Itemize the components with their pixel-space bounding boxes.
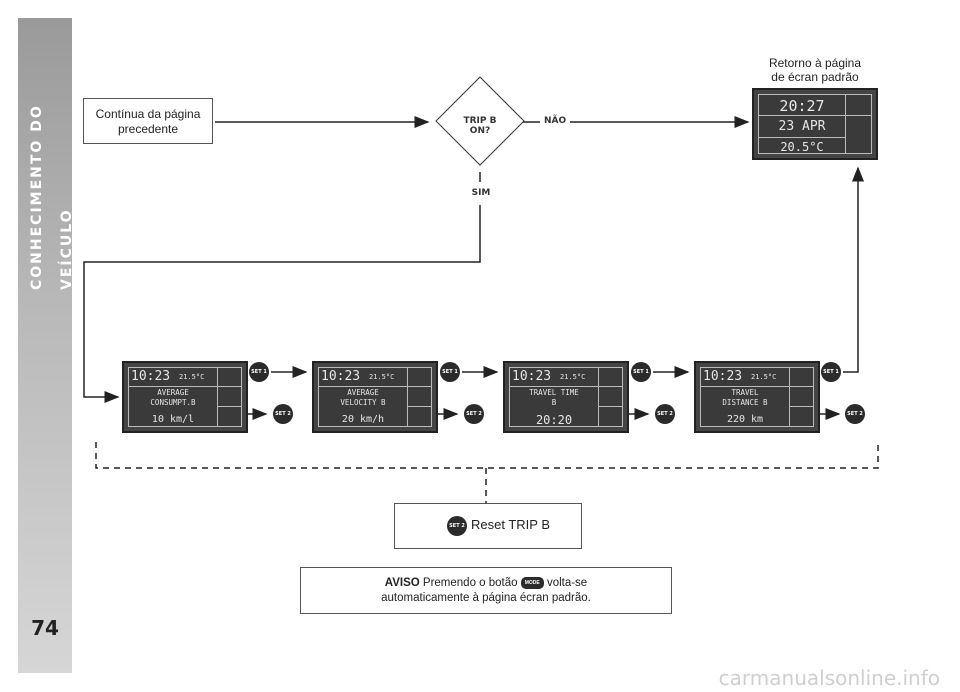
- path-sim-down: [83, 205, 481, 403]
- set1-button[interactable]: SET 1: [631, 362, 651, 382]
- reset-box: SET 2 Reset TRIP B: [394, 503, 582, 549]
- screen-travel-time: 10:23 21.5°C TRAVEL TIME B 20:20: [503, 361, 629, 433]
- mode-button[interactable]: MODE: [520, 576, 544, 589]
- notice-text1: Premendo o botão: [422, 577, 518, 589]
- screen2-line2: VELOCITY B: [340, 398, 386, 407]
- return-label: Retorno à página de écran padrão: [750, 56, 880, 84]
- decision-diamond: [435, 76, 525, 166]
- screen4-line2: DISTANCE B: [722, 398, 768, 407]
- screen4-line1: TRAVEL: [731, 388, 759, 397]
- start-box: Contínua da página precedente: [83, 98, 213, 144]
- set1-button[interactable]: SET 1: [821, 362, 841, 382]
- path-return: [843, 166, 864, 373]
- notice-line1: AVISO Premendo o botão MODE volta-se: [301, 576, 671, 591]
- reset-label: Reset TRIP B: [471, 517, 550, 532]
- set2-button[interactable]: SET 2: [655, 404, 675, 424]
- screen-average-velocity: 10:23 21.5°C AVERAGE VELOCITY B 20 km/h: [312, 361, 438, 433]
- return-line1: Retorno à página: [768, 56, 862, 70]
- screen2-temp: 21.5°C: [369, 373, 395, 381]
- screen3-temp: 21.5°C: [560, 373, 586, 381]
- screen3-line1: TRAVEL TIME: [529, 388, 579, 397]
- default-screen: 20:27 23 APR 20.5°C: [752, 88, 878, 160]
- screen3-line2: B: [551, 398, 557, 407]
- start-line1: Contínua da página: [95, 107, 201, 121]
- set1-button[interactable]: SET 1: [249, 362, 269, 382]
- sidebar: [18, 18, 72, 673]
- screen1-value: 10 km/l: [151, 414, 195, 425]
- set2-button[interactable]: SET 2: [273, 404, 293, 424]
- default-date: 23 APR: [778, 119, 826, 134]
- decision-label: TRIP B ON?: [463, 116, 497, 136]
- reset-bracket: [95, 442, 879, 469]
- page-number: 74: [31, 616, 59, 640]
- screen4-value: 220 km: [726, 414, 764, 425]
- screen-travel-distance: 10:23 21.5°C TRAVEL DISTANCE B 220 km: [694, 361, 820, 433]
- no-label: NÃO: [544, 116, 567, 126]
- set2-button[interactable]: SET 2: [447, 516, 467, 536]
- set2-button[interactable]: SET 2: [845, 404, 865, 424]
- screen1-time: 10:23: [131, 369, 171, 384]
- screen2-line1: AVERAGE: [347, 388, 379, 397]
- screen-average-consumption: 10:23 21.5°C AVERAGE CONSUMPT.B 10 km/l: [122, 361, 248, 433]
- screen2-value: 20 km/h: [341, 414, 385, 425]
- screen3-value: 20:20: [535, 413, 573, 427]
- notice-box: AVISO Premendo o botão MODE volta-se aut…: [300, 567, 672, 614]
- watermark: carmanualsonline.info: [718, 666, 940, 690]
- return-line2: de écran padrão: [771, 70, 859, 84]
- screen1-temp: 21.5°C: [179, 373, 205, 381]
- screen4-time: 10:23: [703, 369, 743, 384]
- notice-text2: volta-se: [546, 577, 588, 589]
- screen1-line1: AVERAGE: [157, 388, 189, 397]
- yes-label: SIM: [471, 188, 491, 198]
- screen2-time: 10:23: [321, 369, 361, 384]
- notice-line2: automaticamente à página écran padrão.: [381, 592, 591, 604]
- notice-title: AVISO: [384, 577, 420, 589]
- screen4-temp: 21.5°C: [751, 373, 777, 381]
- set2-button[interactable]: SET 2: [464, 404, 484, 424]
- default-time: 20:27: [779, 97, 825, 115]
- screen1-line2: CONSUMPT.B: [150, 398, 196, 407]
- set1-button[interactable]: SET 1: [440, 362, 460, 382]
- start-line2: precedente: [117, 122, 179, 136]
- screen3-time: 10:23: [512, 369, 552, 384]
- default-temp: 20.5°C: [780, 140, 824, 154]
